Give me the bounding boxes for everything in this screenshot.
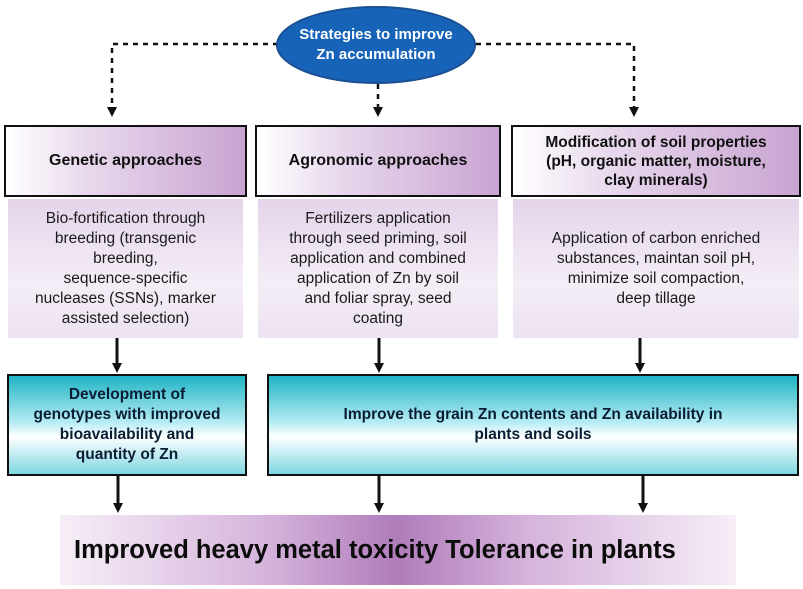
agronomic-body-line: application and combined [290,249,466,267]
agronomic-heading-line: Agronomic approaches [288,152,468,169]
soil-body-line: Application of carbon enriched [551,229,761,247]
outcome1-line: Development of [68,386,186,403]
outcome1-line: bioavailability and [59,426,195,443]
genetic-body-line: assisted selection) [61,309,190,327]
genetic-body-line: sequence-specific [63,269,188,287]
genetic-body-line: breeding (transgenic [54,229,197,247]
soil-heading-line: clay minerals) [604,171,708,189]
outcome1-line: genotypes with improved [33,406,221,423]
outcome2-line: plants and soils [474,426,592,443]
soil-heading-line: Modification of soil properties [545,133,767,151]
agronomic-body-line: Fertilizers application [305,209,451,227]
root-line-1: Strategies to improve [299,26,453,43]
soil-heading-line: (pH, organic matter, moisture, [546,152,766,170]
dashed-link-soil [476,42,639,117]
genetic-approaches-header: Genetic approaches [4,125,247,197]
genetic-heading-line: Genetic approaches [49,152,202,169]
soil-properties-body: Application of carbon enriched substance… [513,199,799,338]
genetic-body-line: nucleases (SSNs), marker [35,289,216,307]
agronomic-body-line: and foliar spray, seed [304,289,452,307]
soil-body-line: substances, maintan soil pH, [556,249,756,267]
dashed-link-genetic [107,42,278,117]
agronomic-body-line: coating [353,309,403,327]
soil-properties-header: Modification of soil properties (pH, org… [511,125,801,197]
outcome1-line: quantity of Zn [75,446,179,463]
soil-body-line: deep tillage [616,289,696,307]
root-line-2: Zn accumulation [316,46,436,63]
agronomic-approaches-body: Fertilizers application through seed pri… [258,199,498,338]
soil-body-line: minimize soil compaction, [567,269,745,287]
agronomic-approaches-header: Agronomic approaches [255,125,501,197]
genetic-body-line: Bio-fortification through [45,209,206,227]
agronomic-body-line: through seed priming, soil [289,229,467,247]
genetic-body-line: breeding, [93,249,158,267]
agronomic-body-line: application of Zn by soil [297,269,459,287]
genotype-development-box: Development of genotypes with improved b… [7,374,247,476]
root-node: Strategies to improve Zn accumulation [276,6,476,84]
final-outcome-banner: Improved heavy metal toxicity Tolerance … [60,515,736,585]
outcome2-line: Improve the grain Zn contents and Zn ava… [343,406,723,423]
dashed-connectors [107,42,639,117]
solid-connectors [112,338,648,513]
grain-zn-improvement-box: Improve the grain Zn contents and Zn ava… [267,374,799,476]
final-outcome-text: Improved heavy metal toxicity Tolerance … [74,535,676,564]
genetic-approaches-body: Bio-fortification through breeding (tran… [8,199,243,338]
